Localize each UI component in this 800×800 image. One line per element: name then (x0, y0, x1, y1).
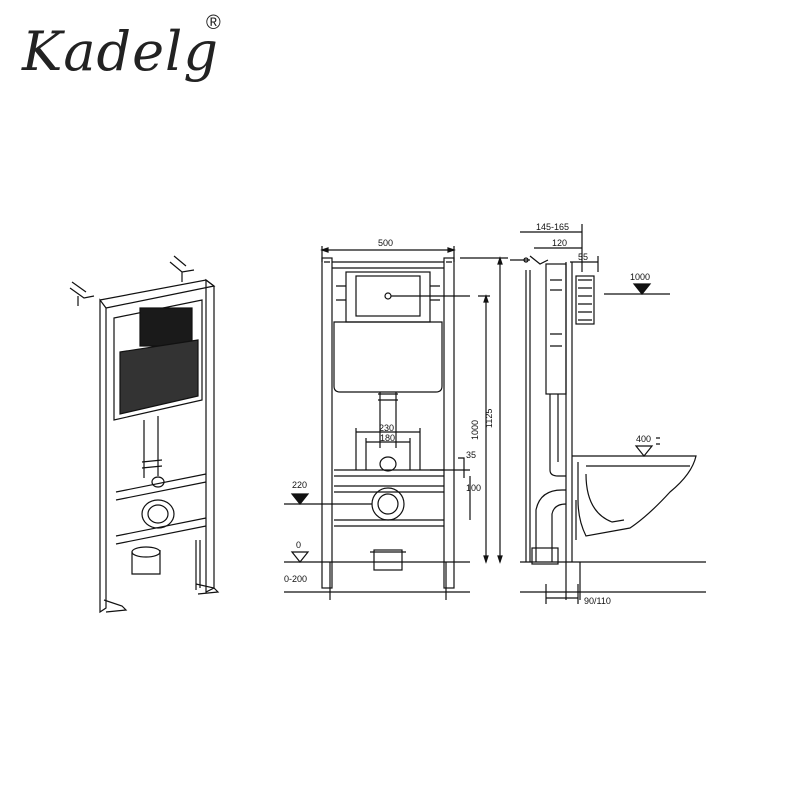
dim-floor-0: 0 (296, 540, 301, 550)
dim-flush-1000: 1000 (630, 272, 650, 282)
dim-depth-145-165: 145-165 (536, 222, 569, 232)
dim-bowl-400: 400 (636, 434, 651, 444)
side-elevation-view (510, 224, 706, 604)
dim-height-1000: 1000 (470, 420, 480, 440)
dim-floor-range: 0-200 (284, 574, 307, 584)
dim-offset-100: 100 (466, 483, 481, 493)
dim-width-500: 500 (378, 238, 393, 248)
brand-name: Kadelg (22, 20, 219, 83)
dim-depth-120: 120 (552, 238, 567, 248)
registered-mark: ® (206, 12, 221, 34)
isometric-frame-view (69, 255, 220, 614)
dim-offset-35: 35 (466, 450, 476, 460)
dim-spacing-180: 180 (380, 433, 395, 443)
dim-outlet-90-110: 90/110 (584, 596, 611, 606)
dim-spacing-230: 230 (379, 423, 394, 433)
brand-logo: Kadelg ® (22, 12, 252, 102)
front-elevation-view (284, 246, 508, 600)
dim-height-1125: 1125 (484, 409, 494, 428)
dim-depth-55: 55 (578, 252, 588, 262)
dim-outlet-220: 220 (292, 480, 307, 490)
